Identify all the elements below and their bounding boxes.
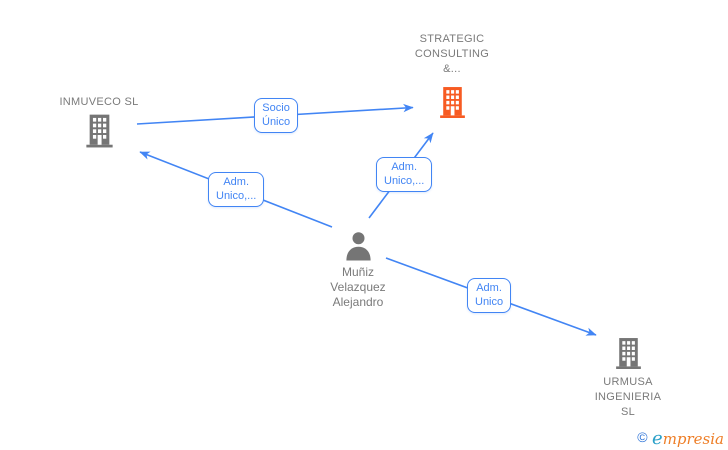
edge-label-adm-unico-left[interactable]: Adm. Unico,... — [208, 172, 265, 207]
brand-wordmark: mpresia — [662, 430, 724, 448]
edge-label-line: Adm. — [223, 176, 250, 188]
company-name-line: SL — [620, 406, 636, 418]
company-name-line: CONSULTING — [414, 48, 490, 60]
edge-label-adm-unico-mid[interactable]: Adm. Unico,... — [376, 157, 433, 192]
node-urmusa[interactable]: URMUSA INGENIERIA SL — [553, 336, 703, 420]
edge-label-line: Adm. — [476, 282, 502, 294]
company-name-line: STRATEGIC — [419, 33, 485, 45]
person-icon — [343, 230, 374, 262]
node-inmuveco[interactable]: INMUVECO SL — [24, 95, 174, 149]
copyright-icon: © — [637, 429, 648, 445]
edge-label-socio-unico[interactable]: Socio Único — [254, 98, 299, 133]
edge-label-adm-unico-right[interactable]: Adm. Unico — [467, 278, 512, 313]
edge-label-line: Adm. — [391, 161, 418, 173]
edge-label-line: Socio — [262, 102, 290, 114]
edge-label-line: Unico — [475, 296, 504, 308]
edge-label-line: Único — [262, 116, 291, 128]
person-name-line: Velazquez — [330, 280, 386, 294]
node-strategic-consulting[interactable]: STRATEGIC CONSULTING &... — [377, 32, 527, 119]
edge-label-line: Unico,... — [384, 175, 425, 187]
building-icon — [612, 336, 645, 370]
company-name-inmuveco: INMUVECO SL — [59, 96, 139, 108]
edge-label-line: Unico,... — [216, 190, 257, 202]
person-name-line: Muñiz — [341, 265, 374, 279]
company-name-urmusa: URMUSA INGENIERIA SL — [553, 375, 703, 420]
company-name-line: INGENIERIA — [594, 391, 662, 403]
company-name-strategic: STRATEGIC CONSULTING &... — [377, 32, 527, 77]
node-person-muniz-velazquez[interactable]: Muñiz Velazquez Alejandro — [283, 230, 433, 310]
person-name: Muñiz Velazquez Alejandro — [283, 265, 433, 310]
brand-letter-e: e — [652, 428, 663, 449]
building-icon — [82, 112, 117, 149]
person-name-line: Alejandro — [332, 295, 384, 309]
building-icon-highlighted — [436, 85, 469, 119]
company-name-line: URMUSA — [603, 376, 653, 388]
empresia-logo[interactable]: © empresia — [637, 428, 724, 449]
company-name-line: &... — [443, 63, 461, 75]
